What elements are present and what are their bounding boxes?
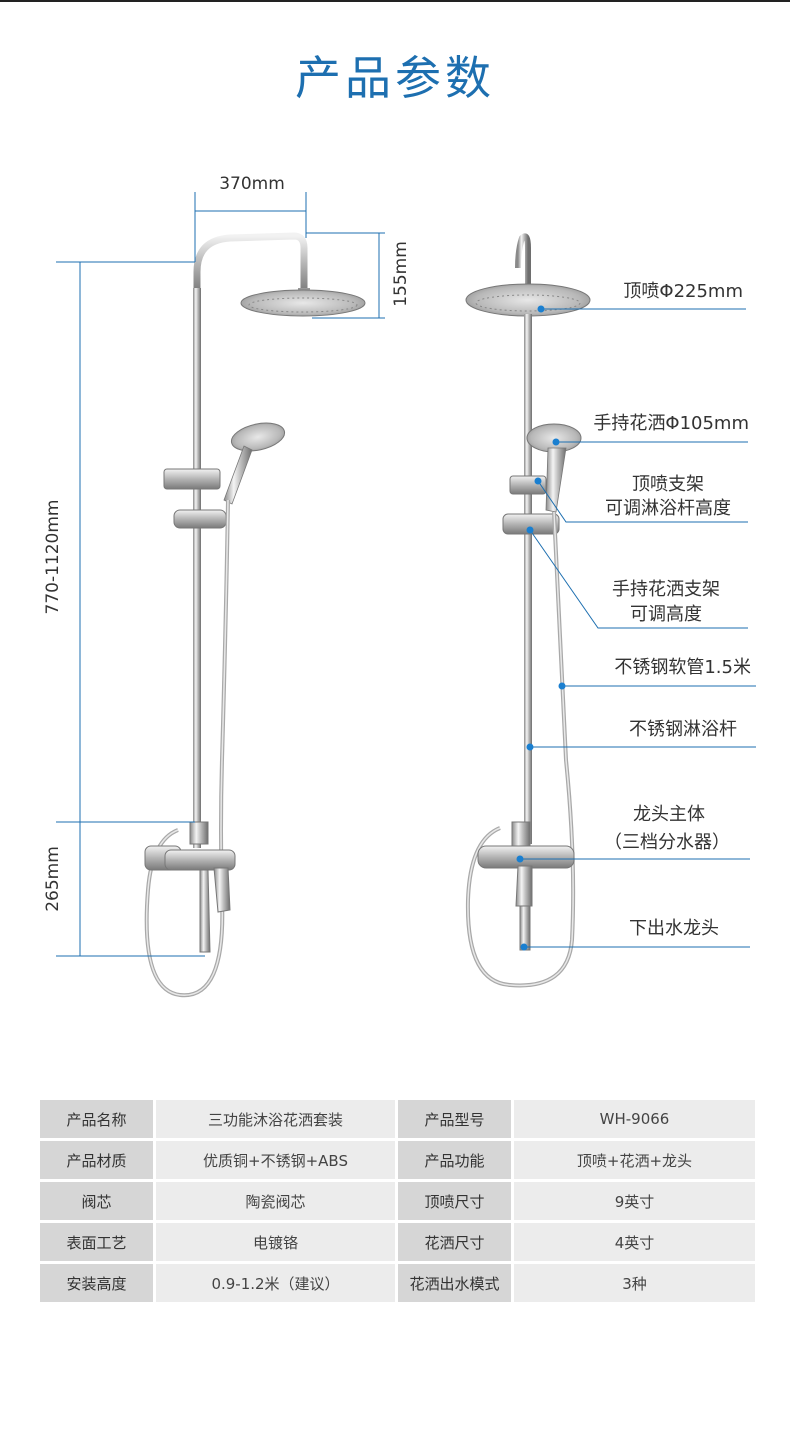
page-title: 产品参数 bbox=[295, 51, 495, 105]
label-spout: 下出水龙头 bbox=[629, 918, 719, 939]
label-top-bracket-line2: 可调淋浴杆高度 bbox=[605, 498, 731, 519]
dim-rail-height-label: 770-1120mm bbox=[43, 500, 63, 615]
spec-value: 三功能沐浴花洒套装 bbox=[156, 1100, 398, 1138]
label-body-line2: （三档分水器） bbox=[604, 832, 730, 853]
spec-key: 花洒尺寸 bbox=[398, 1223, 514, 1261]
spec-key: 安装高度 bbox=[40, 1264, 156, 1302]
spec-value: 顶喷+花洒+龙头 bbox=[514, 1141, 755, 1179]
label-hand-bracket-line2: 可调高度 bbox=[630, 604, 702, 625]
spec-value: 0.9-1.2米（建议） bbox=[156, 1264, 398, 1302]
dim-mixer-height-label: 265mm bbox=[43, 846, 63, 912]
table-row: 安装高度 0.9-1.2米（建议） 花洒出水模式 3种 bbox=[40, 1264, 755, 1302]
table-row: 产品名称 三功能沐浴花洒套装 产品型号 WH-9066 bbox=[40, 1100, 755, 1138]
spec-value: 陶瓷阀芯 bbox=[156, 1182, 398, 1220]
spec-value: 电镀铬 bbox=[156, 1223, 398, 1261]
spec-value: 4英寸 bbox=[514, 1223, 755, 1261]
label-hand-bracket-line1: 手持花洒支架 bbox=[612, 579, 720, 600]
table-row: 表面工艺 电镀铬 花洒尺寸 4英寸 bbox=[40, 1223, 755, 1261]
spec-table: 产品名称 三功能沐浴花洒套装 产品型号 WH-9066 产品材质 优质铜+不锈钢… bbox=[40, 1097, 755, 1305]
label-hose: 不锈钢软管1.5米 bbox=[614, 657, 751, 678]
spec-key: 阀芯 bbox=[40, 1182, 156, 1220]
spec-value: WH-9066 bbox=[514, 1100, 755, 1138]
spec-value: 优质铜+不锈钢+ABS bbox=[156, 1141, 398, 1179]
dim-head-height-label: 155mm bbox=[391, 241, 411, 307]
spec-key: 产品型号 bbox=[398, 1100, 514, 1138]
spec-key: 产品材质 bbox=[40, 1141, 156, 1179]
spec-key: 产品名称 bbox=[40, 1100, 156, 1138]
spec-value: 3种 bbox=[514, 1264, 755, 1302]
table-row: 阀芯 陶瓷阀芯 顶喷尺寸 9英寸 bbox=[40, 1182, 755, 1220]
label-top-spray: 顶喷Φ225mm bbox=[623, 281, 743, 302]
spec-key: 花洒出水模式 bbox=[398, 1264, 514, 1302]
spec-key: 表面工艺 bbox=[40, 1223, 156, 1261]
spec-key: 产品功能 bbox=[398, 1141, 514, 1179]
table-row: 产品材质 优质铜+不锈钢+ABS 产品功能 顶喷+花洒+龙头 bbox=[40, 1141, 755, 1179]
spec-key: 顶喷尺寸 bbox=[398, 1182, 514, 1220]
dim-width-label: 370mm bbox=[219, 174, 285, 194]
spec-value: 9英寸 bbox=[514, 1182, 755, 1220]
product-diagram: 370mm 155mm 770-1120mm 265mm bbox=[43, 174, 756, 998]
label-body-line1: 龙头主体 bbox=[633, 804, 705, 825]
label-top-bracket-line1: 顶喷支架 bbox=[632, 474, 704, 495]
right-shower-figure: 顶喷Φ225mm 手持花洒Φ105mm 顶喷支架 可调淋浴杆高度 手持花洒支架 … bbox=[465, 233, 756, 988]
top-border bbox=[0, 0, 790, 2]
label-hand-shower: 手持花洒Φ105mm bbox=[593, 413, 749, 434]
left-shower-figure: 370mm 155mm 770-1120mm 265mm bbox=[43, 174, 411, 998]
label-rail: 不锈钢淋浴杆 bbox=[629, 719, 737, 740]
